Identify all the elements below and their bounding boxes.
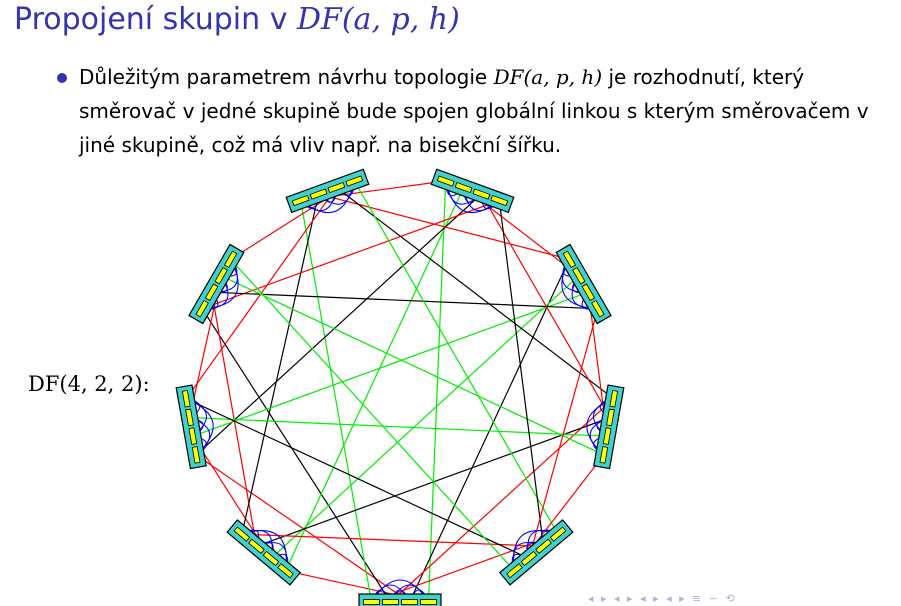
router [223,250,238,269]
router [581,283,596,301]
group-box [175,384,207,470]
global-link [353,180,559,535]
router [520,550,538,567]
router [490,194,509,207]
router [248,538,265,554]
global-link [427,180,447,603]
global-link [230,258,515,572]
global-link [201,199,500,310]
router [309,188,328,200]
router [195,299,209,318]
router [506,563,523,579]
router [191,446,201,464]
router [602,427,612,445]
slide-title: Propojení skupin v DF(a, p, h) [14,2,460,46]
group-box [285,168,370,214]
slide-title-text: Propojení skupin v [14,2,297,37]
group-rect [175,384,207,470]
group-box [555,243,612,325]
router [262,550,280,567]
group-box [226,519,302,586]
router [204,283,219,301]
slide-title-math: DF(a, p, h) [296,2,460,37]
diagram-label: DF(4, 2, 2): [28,372,150,396]
global-link [189,416,608,437]
router [185,408,194,427]
group-rect [285,168,370,214]
router [599,446,609,464]
group-box [498,519,574,586]
bullet-icon [57,73,67,83]
group-box [188,243,245,325]
global-link [528,308,599,559]
global-link [241,533,544,547]
router [277,563,294,579]
global-link [300,200,373,603]
global-link [186,398,530,560]
group-box [593,384,625,470]
global-link [195,193,482,456]
router [562,250,577,269]
router [436,175,455,187]
global-link [336,187,615,400]
global-link [285,187,465,571]
global-link [192,291,589,437]
global-link [390,398,615,603]
navigation-symbols[interactable]: ◂ ▸ ◂ ▸ ◂ ▸ ◂ ▸ ≡ ∽ ⟲ [588,592,737,605]
group-box [430,168,515,214]
bullet-text-part1: Důležitým parametrem návrhu topologie [79,65,494,89]
bullet-paragraph: Důležitým parametrem návrhu topologie DF… [79,60,879,162]
group-rect [430,168,515,214]
router [291,194,310,207]
router [345,175,364,187]
router [572,267,586,285]
router [591,299,605,318]
global-link [318,193,570,260]
router [327,181,346,194]
router [609,389,619,408]
router [454,181,473,194]
global-link [241,193,320,535]
router [363,599,380,605]
router [535,538,552,554]
router [233,526,251,542]
router [606,408,615,427]
global-link [211,291,598,310]
router [382,599,399,605]
router [549,526,567,542]
router [420,599,437,605]
group-box [358,593,442,606]
global-link [270,275,580,559]
router [214,267,228,285]
router [472,188,491,200]
global-link [498,200,545,547]
group-rect [593,384,625,470]
global-link [220,275,605,456]
global-link [201,308,392,603]
bullet-math: DF(a, p, h) [493,65,603,89]
router [401,599,418,605]
router [188,427,198,445]
router [181,389,191,408]
bullet-text-part2: je rozhodnutí, který směrovač v jedné sk… [79,65,869,157]
